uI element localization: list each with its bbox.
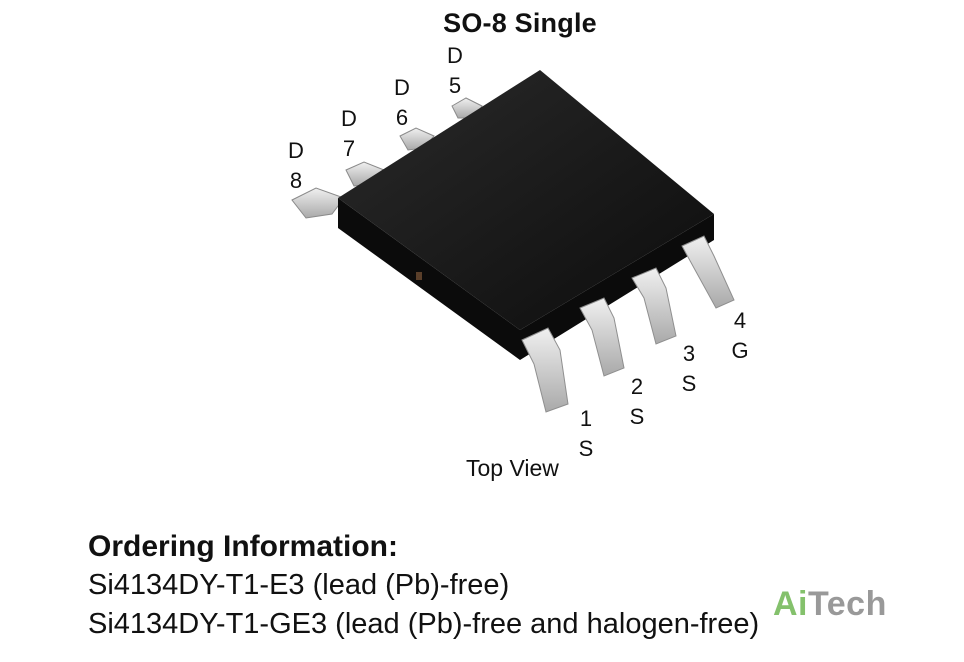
pin1-marker [416, 272, 422, 280]
pin-5-name: D [447, 43, 463, 68]
aitech-watermark-logo: AiTech [773, 585, 887, 624]
lead-pin-3 [631, 267, 677, 345]
lead-pin-1 [521, 327, 569, 413]
package-title: SO-8 Single [443, 8, 597, 38]
pin-label-2: 2 S [624, 372, 650, 432]
package-body-top [338, 70, 714, 330]
pin-3-name: S [681, 371, 697, 396]
lead-pin-4 [681, 235, 735, 309]
lead-pin-2 [579, 297, 625, 377]
pin-label-7: D 7 [336, 104, 362, 164]
view-label: Top View [466, 455, 559, 481]
pin-5-number: 5 [448, 73, 462, 98]
pin-2-number: 2 [630, 374, 644, 399]
pin-6-number: 6 [395, 105, 409, 130]
ordering-line-1: Si4134DY-T1-E3 (lead (Pb)-free) [88, 569, 510, 601]
pin-1-number: 1 [579, 406, 593, 431]
pin-8-name: D [288, 138, 304, 163]
pin-4-name: G [731, 338, 749, 363]
ordering-line-2: Si4134DY-T1-GE3 (lead (Pb)-free and halo… [88, 608, 760, 640]
pin-8-number: 8 [289, 168, 303, 193]
pin-label-1: 1 S [573, 404, 599, 464]
pin-6-name: D [394, 75, 410, 100]
ordering-heading: Ordering Information: [88, 530, 398, 563]
pin-4-number: 4 [733, 308, 747, 333]
pin-2-name: S [629, 404, 645, 429]
ordering-information: Ordering Information: Si4134DY-T1-E3 (le… [88, 527, 759, 644]
watermark-part-ai: Ai [773, 585, 808, 623]
pin-label-6: D 6 [389, 73, 415, 133]
pin-1-name: S [578, 436, 594, 461]
pin-7-name: D [341, 106, 357, 131]
pin-label-5: D 5 [442, 41, 468, 101]
pin-label-3: 3 S [676, 339, 702, 399]
pin-label-4: 4 G [727, 306, 753, 366]
front-leads [521, 235, 735, 413]
pin-3-number: 3 [682, 341, 696, 366]
pin-label-8: D 8 [283, 136, 309, 196]
pin-7-number: 7 [342, 136, 356, 161]
watermark-part-tech: Tech [808, 585, 887, 623]
